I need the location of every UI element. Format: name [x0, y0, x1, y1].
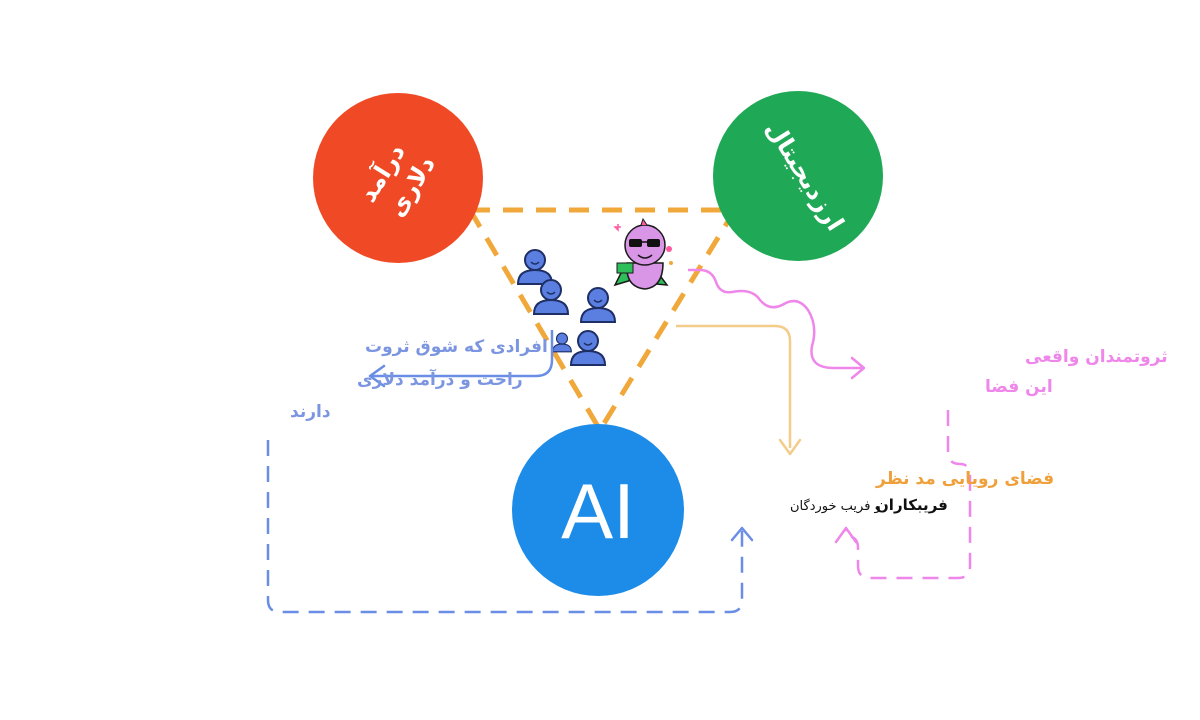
dream-space-annotation: فضای رویایی مد نظر فریبکاران و فریب خورد…: [790, 469, 1054, 514]
person-icon: [552, 332, 572, 353]
connection-triangle: [467, 207, 738, 433]
wealth-seekers-line1: افرادی که شوق ثروت: [365, 337, 548, 357]
wealth-seekers-annotation: افرادی که شوق ثروت راحت و درآمد دلاری دا…: [290, 337, 548, 422]
dream-space-title: فضای رویایی مد نظر: [875, 469, 1054, 489]
real-wealthy-line1: ثروتمندان واقعی: [1025, 347, 1168, 367]
crypto-node: ارزدیجیتال: [713, 91, 883, 261]
rich-character-icon: [613, 217, 673, 290]
wealth-seekers-line2: راحت و درآمد دلاری: [357, 368, 523, 390]
wealth-seekers-dashed-arrow: [266, 440, 744, 614]
person-icon: [569, 330, 607, 366]
real-wealthy-arrow: [688, 268, 862, 370]
real-wealthy-dashed-arrow: [844, 410, 972, 580]
people-group: [516, 249, 617, 366]
ai-node: AI: [512, 424, 684, 596]
wealth-seekers-line3: دارند: [290, 402, 331, 422]
real-wealthy-annotation: ثروتمندان واقعی این فضا: [985, 347, 1168, 397]
person-icon: [579, 287, 617, 323]
dream-space-sub-regular: و فریب خوردگان: [790, 498, 881, 514]
person-icon: [516, 249, 554, 285]
person-icon: [532, 279, 570, 315]
dream-space-sub-bold: فریبکاران: [876, 496, 948, 514]
dollar-income-node: درآمد دلاری: [313, 93, 483, 263]
real-wealthy-line2: این فضا: [985, 377, 1053, 397]
dream-space-arrow: [676, 324, 792, 448]
ai-label: AI: [561, 467, 635, 555]
wealth-seekers-arrow: [372, 330, 554, 378]
